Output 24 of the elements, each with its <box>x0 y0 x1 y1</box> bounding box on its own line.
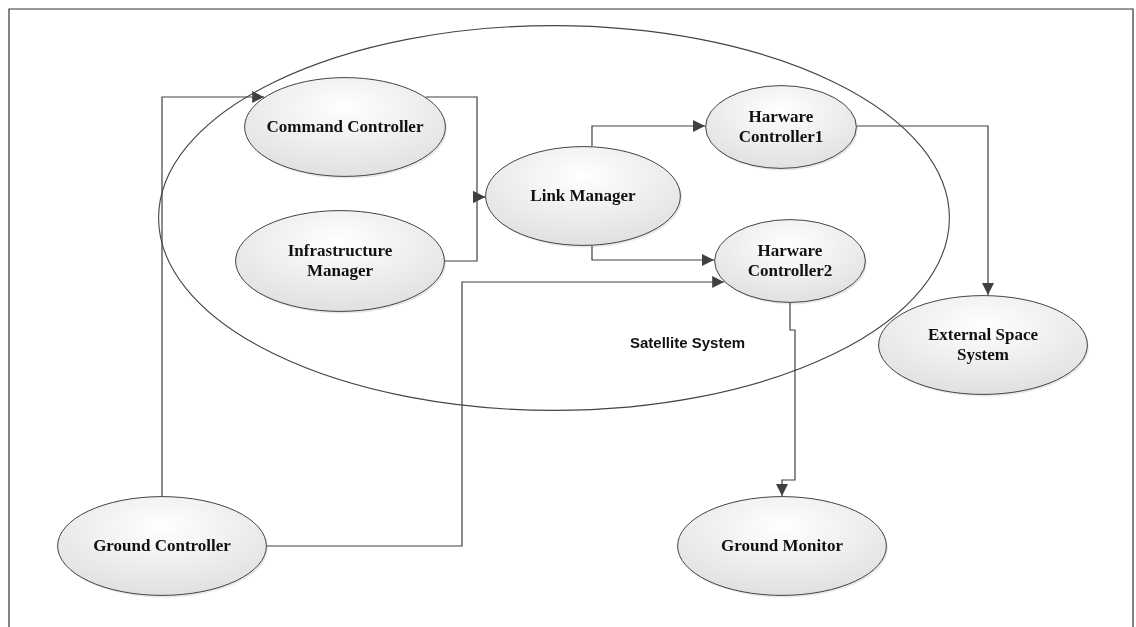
component-label: Ground Controller <box>93 536 231 556</box>
arrow <box>161 91 265 497</box>
component-ellipse <box>714 219 866 303</box>
arrow <box>776 302 796 497</box>
component-label: External Space System <box>926 325 1039 365</box>
component-ellipse <box>705 85 857 169</box>
arrow <box>266 276 725 547</box>
component-label: Link Manager <box>530 186 636 206</box>
arrow <box>444 191 486 262</box>
component-label: Infrastructure Manager <box>286 241 394 281</box>
component-label: Harware Controller2 <box>746 241 834 281</box>
arrow <box>591 245 715 266</box>
component-ellipse <box>677 496 887 596</box>
component-ellipse <box>878 295 1088 395</box>
component-label: Command Controller <box>266 117 424 137</box>
system-label: Satellite System <box>630 334 746 351</box>
arrow <box>856 125 994 296</box>
component-ellipse <box>244 77 446 177</box>
component-ellipse <box>57 496 267 596</box>
component-label: Ground Monitor <box>721 536 843 556</box>
arrow <box>591 120 706 147</box>
component-ellipse <box>485 146 681 246</box>
component-label: Harware Controller1 <box>737 107 825 147</box>
component-ellipse <box>235 210 445 312</box>
